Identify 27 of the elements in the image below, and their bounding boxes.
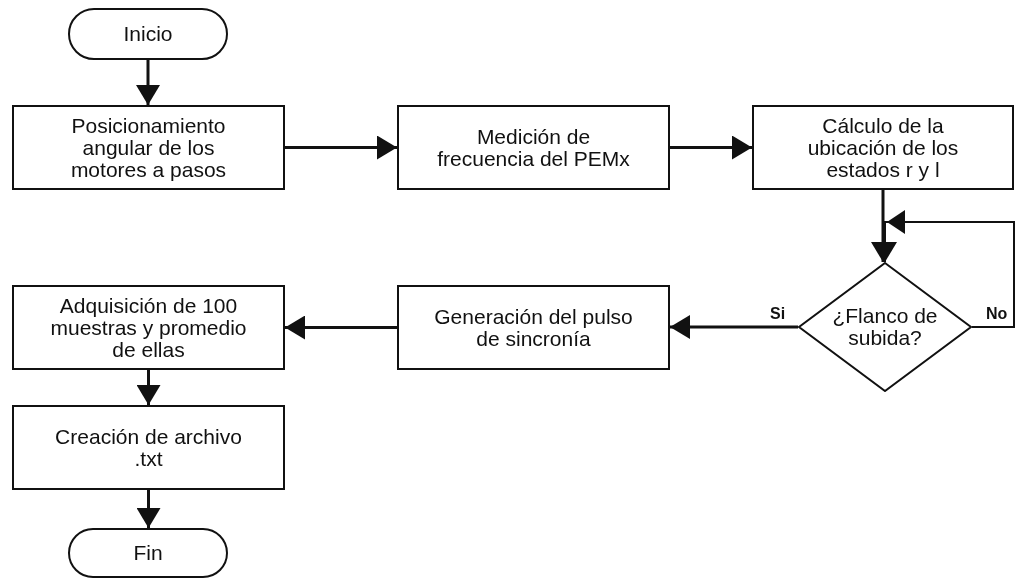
arrow: [670, 315, 798, 339]
arrow: [136, 60, 160, 105]
arrow: [136, 370, 161, 405]
arrow: [285, 315, 397, 340]
process-box: [397, 285, 670, 370]
node-text: Fin: [132, 542, 164, 564]
terminal-shape: [68, 528, 228, 578]
node-text: Creación de archivo .txt: [54, 425, 243, 470]
decision-diamond: [798, 262, 972, 392]
node-text: Medición de frecuencia del PEMx: [436, 125, 631, 170]
edge-label: Si: [768, 305, 788, 322]
arrow: [285, 135, 397, 160]
process-box: [12, 405, 285, 490]
node-text: ¿Flanco de subida?: [831, 305, 939, 349]
terminal-shape: [68, 8, 228, 60]
arrow: [670, 135, 752, 160]
process-box: [397, 105, 670, 190]
process-box: [12, 105, 285, 190]
process-box: [12, 285, 285, 370]
arrow: [136, 490, 161, 528]
node-text: Inicio: [122, 23, 174, 45]
node-text: Generación del pulso de sincronía: [433, 305, 634, 350]
edge-label: No: [984, 305, 1010, 322]
process-box: [752, 105, 1014, 190]
node-text: Posicionamiento angular de los motores a pasos: [69, 114, 228, 181]
node-text: Adquisición de 100 muestras y promedio de ellas: [49, 294, 248, 361]
node-text: Cálculo de la ubicación de los estados r y l: [806, 114, 960, 181]
